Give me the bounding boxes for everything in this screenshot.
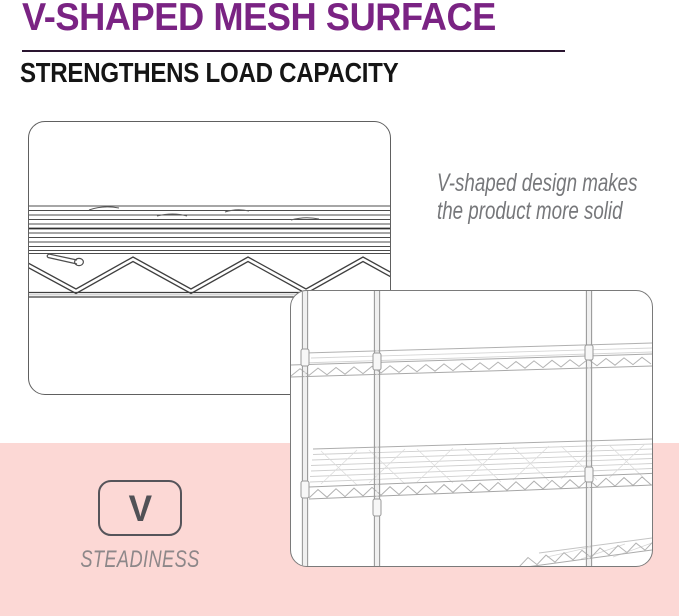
page-subtitle: STRENGTHENS LOAD CAPACITY (20, 57, 399, 88)
caption-line-2: the product more solid (437, 196, 623, 225)
caption-line-1: V-shaped design makes (437, 169, 638, 197)
shelving-unit-panel (290, 290, 653, 567)
page-title: V-SHAPED MESH SURFACE (22, 0, 496, 39)
v-badge: V (98, 480, 182, 536)
steadiness-label: STEADINESS (80, 546, 200, 573)
v-badge-letter: V (128, 487, 152, 529)
title-divider (22, 50, 565, 52)
caption-text: V-shaped design makes the product more s… (437, 169, 638, 225)
wire-shelving-illustration (291, 291, 652, 566)
